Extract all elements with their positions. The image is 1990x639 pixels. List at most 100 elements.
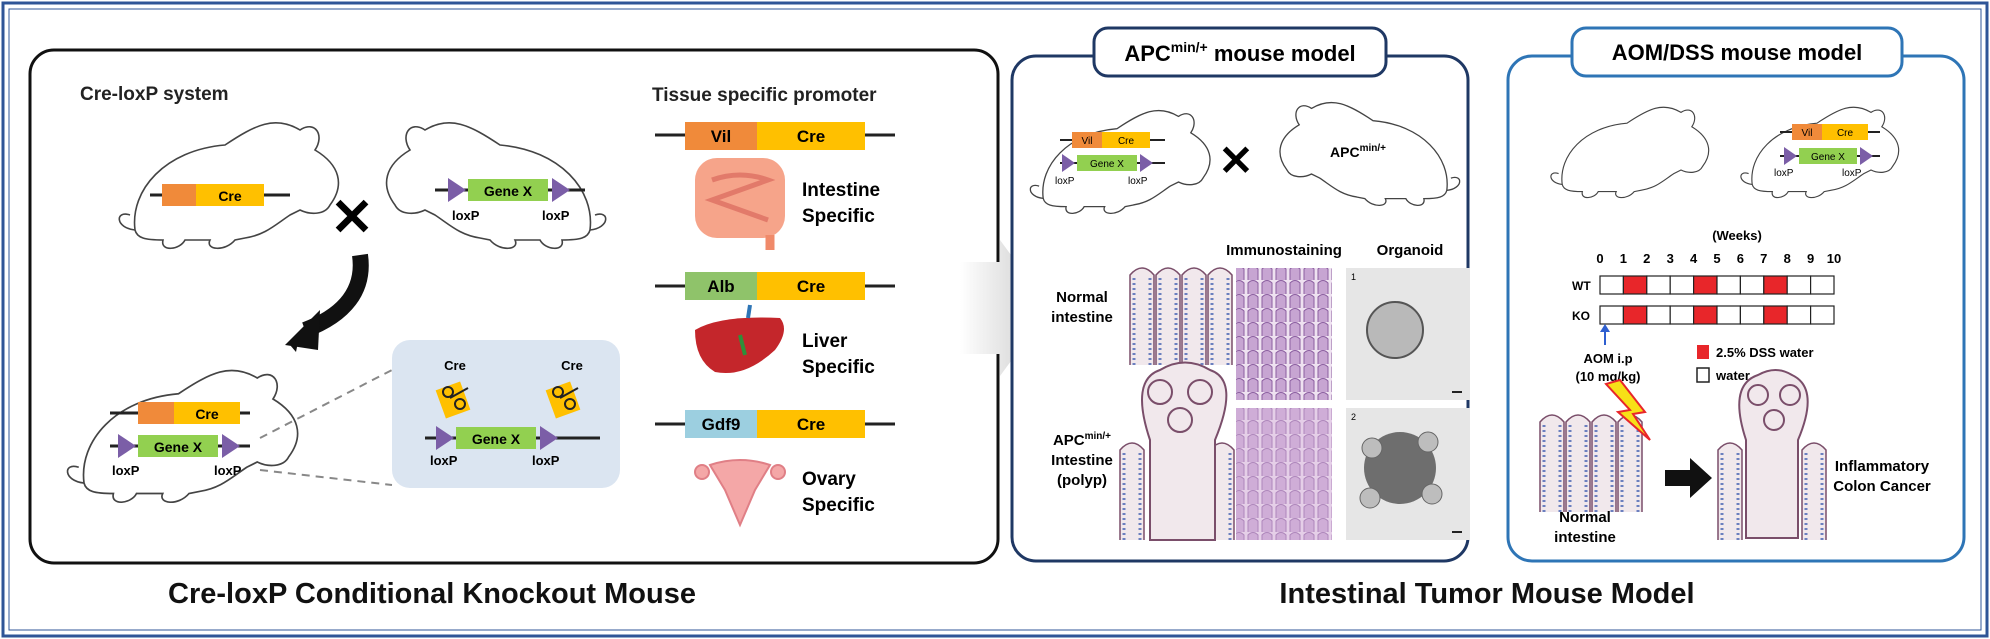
aom-title-box	[1570, 26, 1904, 78]
aom-gene-x-label: Gene X	[1811, 152, 1845, 163]
ovary-specific-line1: Ovary	[802, 469, 856, 490]
week-tick-label: 8	[1784, 251, 1791, 266]
aom-panel-title: AOM/DSS mouse model	[1612, 40, 1863, 65]
water-week-cell	[1786, 305, 1812, 325]
cre-loxp-panel: Cre-loxP system Cre ✕ Gene X loxP loxP C…	[28, 48, 1000, 565]
water-week-cell	[1716, 275, 1741, 295]
alb-label: Alb	[707, 277, 734, 296]
intestine-specific-line1: Intestine	[802, 180, 880, 201]
loxp-triangle-icon	[1062, 154, 1075, 172]
apc-intestine-line2: Intestine	[1051, 452, 1113, 469]
vil-label: Vil	[711, 127, 731, 146]
loxp-label: loxP	[214, 463, 242, 478]
dss-schedule-grid	[1599, 275, 1835, 325]
water-week-cell	[1599, 305, 1624, 325]
immunostaining-normal-image	[1236, 268, 1332, 400]
apc-intestine-line1: APCmin/+	[1053, 431, 1111, 449]
cre-scissors-icon	[435, 381, 471, 419]
loxp-triangle-icon	[448, 178, 466, 202]
lightning-bolt-icon	[1604, 378, 1651, 441]
enzyme-cre-label: Cre	[561, 358, 583, 373]
legend-dss-swatch	[1697, 345, 1709, 359]
week-tick-label: 1	[1620, 251, 1627, 266]
gdf9-label: Gdf9	[702, 415, 741, 434]
dss-week-cell	[1622, 275, 1648, 295]
loxp-label: loxP	[452, 208, 480, 223]
aom-vil-label: Vil	[1802, 128, 1813, 139]
left-caption: Cre-loxP Conditional Knockout Mouse	[168, 578, 696, 610]
water-week-cell	[1739, 305, 1765, 325]
immunostaining-header: Immunostaining	[1226, 242, 1342, 259]
recombination-detail-box	[392, 340, 620, 488]
ovary-specific-line2: Specific	[802, 495, 875, 516]
liver-specific-line1: Liver	[802, 331, 848, 352]
water-week-cell	[1646, 275, 1671, 295]
normal-intestine-line1: Normal	[1056, 289, 1108, 306]
week-tick-label: 5	[1713, 251, 1720, 266]
normal-intestine-line2: intestine	[1051, 309, 1113, 326]
ovary-icon	[694, 459, 786, 528]
loxp-label: loxP	[542, 208, 570, 223]
loxp-label: loxP	[532, 453, 560, 468]
water-week-cell	[1809, 305, 1835, 325]
dss-week-cell	[1763, 305, 1788, 325]
offspring-gene-x-label: Gene X	[154, 439, 203, 455]
cre-promoter-box	[162, 184, 196, 206]
water-week-cell	[1669, 275, 1695, 295]
organoid-number-2: 2	[1351, 412, 1356, 422]
loxp-triangle-icon	[552, 178, 570, 202]
intestine-icon	[695, 158, 785, 250]
loxp-triangle-icon	[1140, 154, 1153, 172]
progression-arrow-icon	[1665, 458, 1712, 498]
liver-icon	[695, 304, 784, 374]
aom-dose-line1: AOM i.p	[1583, 351, 1632, 366]
polyp-crypt-drawing	[1118, 361, 1236, 542]
arrow-head-icon	[285, 310, 320, 350]
water-week-cell	[1646, 305, 1671, 325]
loxp-label: loxP	[112, 463, 140, 478]
loxp-label: loxP	[430, 453, 458, 468]
cancer-line1: Inflammatory	[1835, 458, 1930, 475]
aom-cre-label: Cre	[1837, 128, 1854, 139]
loxp-triangle-icon	[1784, 147, 1797, 165]
apc-panel-title: APCmin/+ mouse model	[1124, 39, 1355, 66]
ko-row-label: KO	[1572, 309, 1590, 323]
water-week-cell	[1669, 305, 1695, 325]
dss-week-cell	[1692, 275, 1718, 295]
aom-cancer-crypt-drawing	[1716, 369, 1828, 542]
cre-box	[196, 184, 264, 206]
vil-cre-label: Cre	[797, 127, 825, 146]
water-week-cell	[1809, 275, 1835, 295]
dss-week-cell	[1692, 305, 1718, 325]
inner-frame	[8, 8, 1982, 631]
loxp-triangle-icon	[1860, 147, 1873, 165]
week-tick-label: 9	[1807, 251, 1814, 266]
apc-min-panel: APCmin/+ mouse model Vil Cre Gene X loxP…	[1010, 26, 1470, 563]
week-tick-label: 2	[1643, 251, 1650, 266]
week-tick-label: 6	[1737, 251, 1744, 266]
cre-scissors-icon	[545, 381, 581, 419]
gdf9-cre-label: Cre	[797, 415, 825, 434]
vil-promoter-box	[685, 122, 757, 150]
week-tick-label: 10	[1827, 251, 1841, 266]
alb-cre-label: Cre	[797, 277, 825, 296]
dss-week-cell	[1763, 275, 1788, 295]
promoter-title: Tissue specific promoter	[652, 85, 877, 106]
loxp-label: loxP	[1774, 168, 1794, 179]
wt-row-label: WT	[1572, 279, 1591, 293]
apc-gene-x-label: Gene X	[1090, 159, 1124, 170]
loxp-label: loxP	[1055, 176, 1075, 187]
cancer-line2: Colon Cancer	[1833, 478, 1931, 495]
gene-x-box	[468, 179, 548, 201]
week-tick-label: 0	[1596, 251, 1603, 266]
apc-cre-label: Cre	[1118, 136, 1135, 147]
organoid-header: Organoid	[1377, 242, 1444, 259]
week-tick-label: 3	[1667, 251, 1674, 266]
apc-cross-symbol: ✕	[1218, 137, 1253, 184]
alb-promoter-box	[685, 272, 757, 300]
cre-loxp-system-title: Cre-loxP system	[80, 84, 229, 105]
week-tick-label: 4	[1690, 251, 1698, 266]
detail-gene-x-label: Gene X	[472, 431, 521, 447]
